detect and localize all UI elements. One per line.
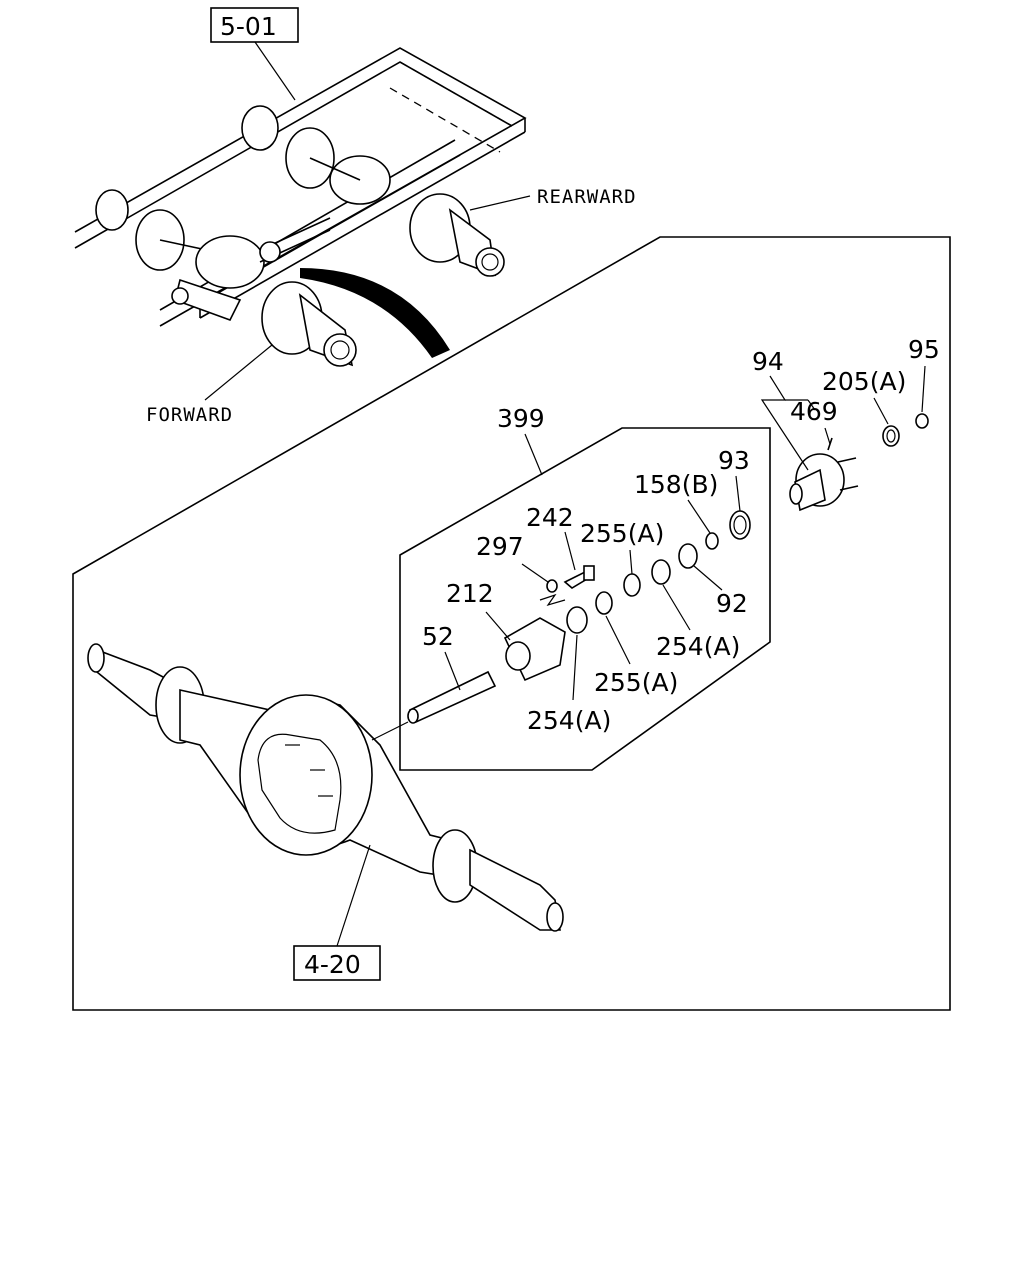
part-297 xyxy=(546,579,558,593)
callout-242: 242 xyxy=(526,503,574,532)
callout-52: 52 xyxy=(422,622,454,651)
part-205a xyxy=(882,425,900,447)
pointer-arrow xyxy=(300,268,450,358)
truck-frame-illustration xyxy=(74,47,527,367)
callout-94: 94 xyxy=(752,347,784,376)
hub-94 xyxy=(789,437,859,512)
part-255a-mid xyxy=(595,591,613,615)
part-254a-low xyxy=(566,606,588,634)
callout-469: 469 xyxy=(790,397,838,426)
forward-label: FORWARD xyxy=(146,404,233,426)
callout-399: 399 xyxy=(497,404,545,433)
callout-254a-mid: 254(A) xyxy=(656,632,740,661)
callout-92: 92 xyxy=(716,589,748,618)
part-254a-mid xyxy=(651,559,671,585)
bottom-ref-label: 4-20 xyxy=(304,950,361,979)
exploded-view-frame xyxy=(72,236,951,1011)
callout-254a-low: 254(A) xyxy=(527,706,611,735)
part-92 xyxy=(678,543,698,569)
callout-158b: 158(B) xyxy=(634,470,718,499)
callout-212: 212 xyxy=(446,579,494,608)
part-95 xyxy=(915,413,929,429)
callout-255a-top: 255(A) xyxy=(580,519,664,548)
part-255a-top xyxy=(623,573,641,597)
callout-255a-mid: 255(A) xyxy=(594,668,678,697)
part-158b xyxy=(705,532,719,550)
part-93 xyxy=(729,510,751,540)
callout-95: 95 xyxy=(908,335,940,364)
top-ref-box xyxy=(210,7,299,43)
axle-shaft-52 xyxy=(371,670,497,741)
callout-93: 93 xyxy=(718,446,750,475)
top-ref-label: 5-01 xyxy=(220,12,277,41)
callout-205a: 205(A) xyxy=(822,367,906,396)
subassembly-399-box xyxy=(399,427,771,771)
part-212 xyxy=(503,617,566,682)
callout-297: 297 xyxy=(476,532,524,561)
rearward-label: REARWARD xyxy=(537,186,637,208)
axle-housing xyxy=(87,643,564,932)
